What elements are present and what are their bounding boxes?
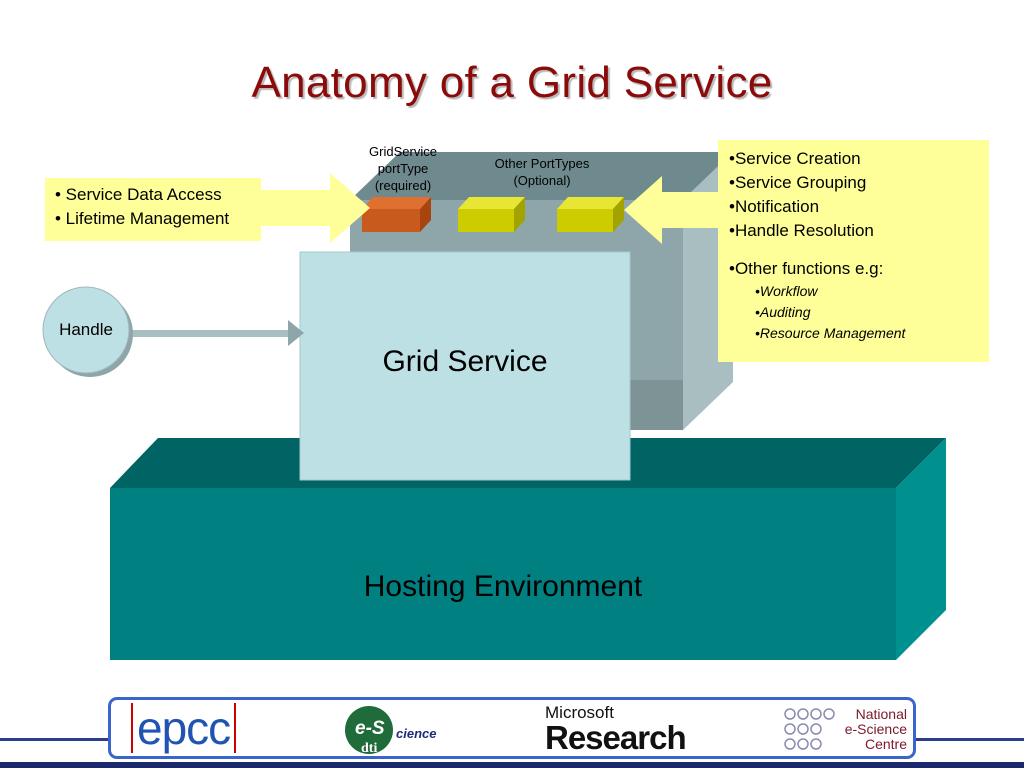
nesc-text-line: e-Science: [845, 721, 907, 737]
nesc-text-line: Centre: [865, 736, 907, 752]
callout-item: •Notification: [729, 197, 820, 216]
escience-globe-icon: [345, 706, 393, 754]
required-porttype-block: [362, 197, 431, 232]
hosting-environment-label: Hosting Environment: [363, 570, 643, 603]
other-porttypes-label-line: Other PortTypes: [494, 156, 590, 171]
logo-bar: epcc e-S cience dti Microsoft Research N…: [108, 697, 916, 759]
gridservice-porttype-label-line: GridService: [369, 144, 437, 159]
page-title: Anatomy of a Grid Service: [251, 58, 773, 107]
callout-item: •Handle Resolution: [729, 221, 874, 240]
optional-porttype-block-2: [557, 197, 624, 232]
callout-item: • Lifetime Management: [55, 209, 230, 228]
other-porttypes-label-line: (Optional): [513, 173, 571, 188]
nesc-logo: National e-Science Centre: [784, 706, 907, 752]
escience-suffix-text: cience: [396, 726, 436, 741]
optional-porttype-block-1: [458, 197, 525, 232]
nesc-text-line: National: [856, 706, 907, 722]
callout-item: • Service Data Access: [55, 185, 222, 204]
callout-item: •Service Creation: [729, 149, 861, 168]
research-text: Research: [545, 719, 687, 756]
other-functions-heading: •Other functions e.g:: [729, 259, 884, 278]
functions-callout: •Service Creation •Service Grouping •Not…: [718, 140, 989, 362]
escience-dti-logo: e-S cience dti: [345, 706, 436, 756]
other-porttypes-label: Other PortTypes (Optional): [480, 155, 604, 189]
footer-bar: [0, 762, 1024, 768]
microsoft-text: Microsoft: [545, 703, 614, 722]
handle-label: Handle: [59, 320, 113, 339]
callout-sub-item: •Workflow: [755, 283, 818, 299]
epcc-logo: epcc: [131, 703, 237, 753]
escience-main-text: e-S: [355, 718, 385, 739]
nesc-rings-icon: [784, 708, 835, 750]
grid-service-label: Grid Service: [382, 345, 548, 378]
gridservice-porttype-label: GridService portType (required): [355, 143, 451, 194]
microsoft-research-logo: Microsoft Research: [545, 703, 687, 756]
handle-circle: [42, 286, 133, 377]
left-arrow: [261, 173, 370, 243]
callout-sub-item: •Resource Management: [755, 325, 906, 341]
right-arrow: [624, 176, 718, 244]
gridservice-porttype-label-line: portType: [377, 161, 429, 176]
handle-connector-arrow: [128, 320, 304, 346]
service-data-callout: • Service Data Access • Lifetime Managem…: [45, 178, 261, 241]
callout-sub-item: •Auditing: [755, 304, 811, 320]
dti-text: dti: [361, 741, 377, 756]
callout-item: •Service Grouping: [729, 173, 867, 192]
grid-service-box: [299, 251, 631, 481]
gridservice-porttype-label-line: (required): [374, 178, 432, 193]
